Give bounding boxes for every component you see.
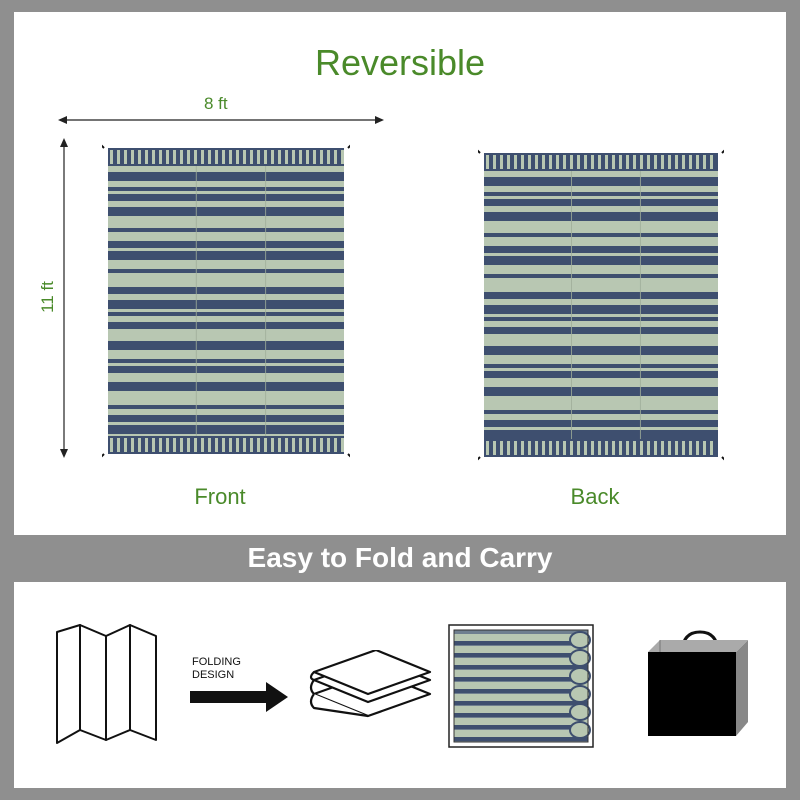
folding-design-label: FOLDING DESIGN [192,656,241,682]
reversible-title: Reversible [314,42,486,83]
back-mat-image [478,149,724,461]
folded-stack-icon [309,650,432,718]
width-dimension-arrow [58,116,384,124]
banner-text: Easy to Fold and Carry [247,541,553,573]
height-label: 11 ft [37,281,57,313]
width-label: 8 ft [204,94,228,113]
carry-bag-icon [648,630,748,736]
folding-screen-icon [56,624,157,744]
fold-carry-panel: FOLDING DESIGN [14,582,786,788]
reversible-panel: Reversible 8 ft 11 ft Front Back [14,12,786,535]
back-caption: Back [570,484,620,509]
height-dimension-arrow [60,138,68,458]
folding-label-line1: FOLDING [192,656,241,668]
front-mat-image [102,144,350,458]
fold-carry-banner: Easy to Fold and Carry [0,535,800,580]
folding-label-line2: DESIGN [192,669,235,681]
arrow-right-icon [190,682,288,712]
front-caption: Front [194,484,246,509]
folded-mat-photo [448,624,594,748]
